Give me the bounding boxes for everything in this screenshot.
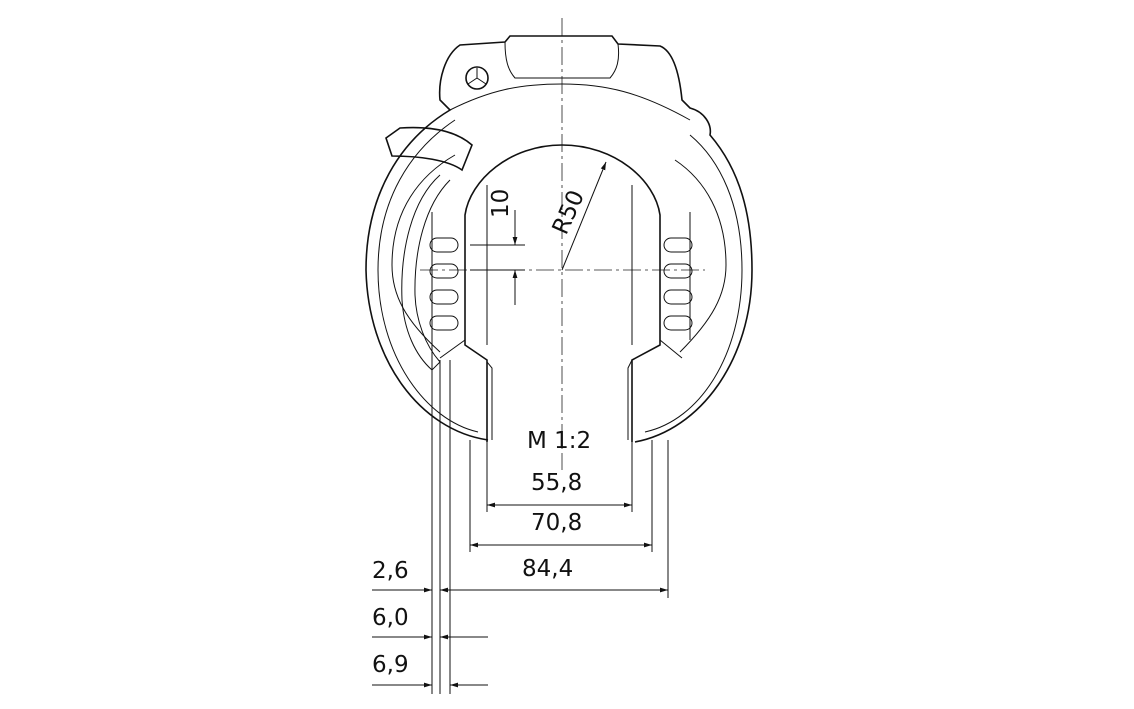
slots-left [429,237,459,331]
inner-width-label: 55,8 [531,470,582,496]
offset-c-label: 6,9 [372,652,409,678]
outer-width-label: 84,4 [522,556,573,582]
slot-height-label: 10 [488,189,514,218]
radius-dimension-line [561,161,607,271]
lock-body [365,35,753,443]
slot-height-dimension [470,210,525,305]
offset-b-label: 6,0 [372,605,409,631]
slots-right [663,237,693,331]
extension-lines [431,340,669,694]
center-lines [420,18,705,470]
scale-label: M 1:2 [527,428,591,454]
radius-label: R50 [548,187,590,239]
mid-width-label: 70,8 [531,510,582,536]
offset-a-label: 2,6 [372,558,409,584]
